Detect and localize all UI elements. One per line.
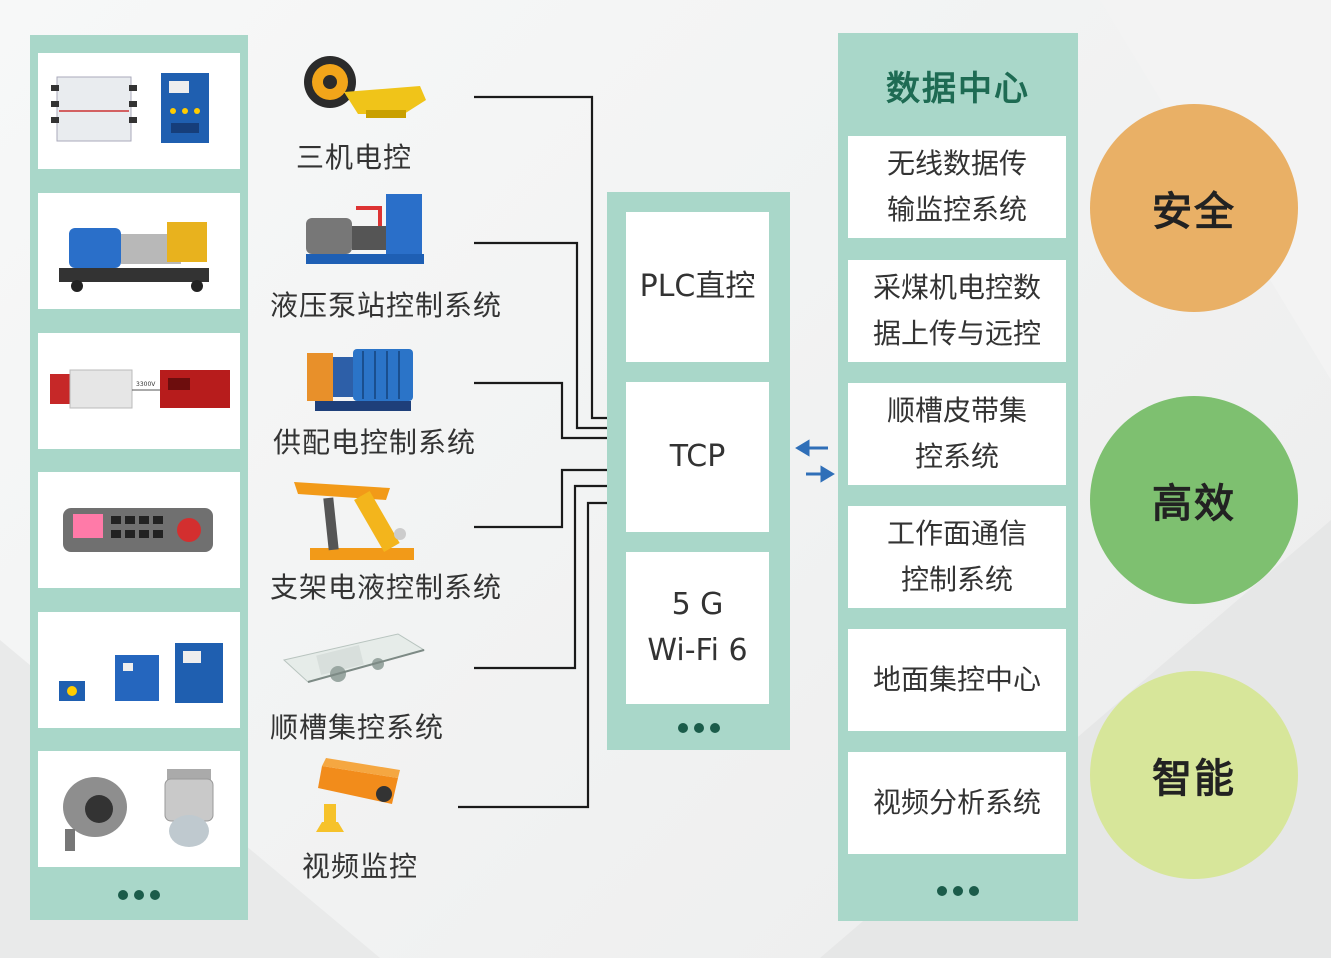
goal-label: 安全 bbox=[1152, 189, 1236, 235]
connectivity-line: TCP bbox=[669, 439, 726, 474]
connectivity-line: PLC直控 bbox=[639, 269, 756, 304]
item-line: 地面集控中心 bbox=[872, 663, 1041, 696]
connectivity-line: 5 G bbox=[671, 587, 724, 622]
equipment-card-explosion-proof-boxes bbox=[38, 612, 240, 728]
item-line: 视频分析系统 bbox=[872, 786, 1041, 819]
item-line: 据上传与远控 bbox=[872, 317, 1041, 350]
equipment-card-pump-station bbox=[38, 193, 240, 309]
data-center-item: 采煤机电控数据上传与远控 bbox=[848, 260, 1066, 362]
data-center-item: 顺槽皮带集控系统 bbox=[848, 383, 1066, 485]
equipment-card-cameras bbox=[38, 751, 240, 867]
item-line: 控制系统 bbox=[900, 563, 1013, 596]
pump-station-image bbox=[59, 222, 209, 292]
switchgear-image: 3300V bbox=[50, 369, 230, 409]
hydraulic-pump-icon bbox=[306, 194, 424, 264]
item-line: 顺槽皮带集 bbox=[886, 394, 1027, 427]
power-supply-icon bbox=[307, 349, 413, 411]
connectivity-tcp-box: TCP bbox=[626, 382, 769, 532]
control-panel-image bbox=[63, 508, 213, 552]
conveyor-icon bbox=[282, 633, 426, 683]
shearer-icon bbox=[304, 56, 426, 118]
data-center-title: 数据中心 bbox=[886, 69, 1030, 109]
data-center-panel: 数据中心 无线数据传输监控系统 采煤机电控数据上传与远控 顺槽皮带集控系统 工作… bbox=[838, 33, 1078, 921]
system-label: 供配电控制系统 bbox=[273, 426, 477, 459]
connectivity-plc-box: PLC直控 bbox=[626, 212, 769, 362]
item-line: 输监控系统 bbox=[886, 193, 1027, 226]
equipment-more-dots[interactable] bbox=[30, 890, 248, 900]
goal-circle-efficiency: 高效 bbox=[1090, 396, 1298, 604]
svg-text:3300V: 3300V bbox=[136, 381, 156, 388]
data-center-item: 工作面通信控制系统 bbox=[848, 506, 1066, 608]
item-line: 无线数据传 bbox=[886, 147, 1027, 180]
goal-circle-safety: 安全 bbox=[1090, 104, 1298, 312]
data-center-item: 无线数据传输监控系统 bbox=[848, 136, 1066, 238]
explosion-proof-boxes-image bbox=[59, 643, 223, 703]
hydraulic-support-icon bbox=[294, 482, 414, 560]
connectivity-line: Wi-Fi 6 bbox=[647, 633, 748, 668]
equipment-card-switchgear: 3300V bbox=[38, 333, 240, 449]
goal-label: 高效 bbox=[1152, 481, 1236, 527]
goal-circle-intelligence: 智能 bbox=[1090, 671, 1298, 879]
data-center-item: 视频分析系统 bbox=[848, 752, 1066, 854]
system-label: 视频监控 bbox=[302, 850, 419, 883]
cameras-image bbox=[63, 769, 214, 851]
system-label: 顺槽集控系统 bbox=[270, 711, 445, 744]
goal-label: 智能 bbox=[1152, 756, 1236, 802]
item-line: 控系统 bbox=[914, 440, 999, 473]
bidirectional-arrow-icon bbox=[795, 439, 835, 483]
system-label: 支架电液控制系统 bbox=[270, 571, 503, 604]
item-line: 采煤机电控数 bbox=[872, 271, 1041, 304]
equipment-card-control-panel bbox=[38, 472, 240, 588]
data-center-item: 地面集控中心 bbox=[848, 629, 1066, 731]
item-line: 工作面通信 bbox=[886, 517, 1027, 550]
junction-box-image bbox=[51, 73, 209, 143]
connectivity-5g-wifi-box: 5 G Wi-Fi 6 bbox=[626, 552, 769, 704]
equipment-panel: 3300V bbox=[30, 35, 248, 920]
camera-icon bbox=[316, 758, 400, 832]
data-center-more-dots[interactable] bbox=[838, 886, 1078, 896]
system-label: 液压泵站控制系统 bbox=[270, 289, 503, 322]
system-label: 三机电控 bbox=[296, 141, 413, 174]
connectivity-panel: PLC直控 TCP 5 G Wi-Fi 6 bbox=[607, 192, 790, 750]
equipment-card-junction-box bbox=[38, 53, 240, 169]
connectivity-more-dots[interactable] bbox=[607, 723, 790, 733]
